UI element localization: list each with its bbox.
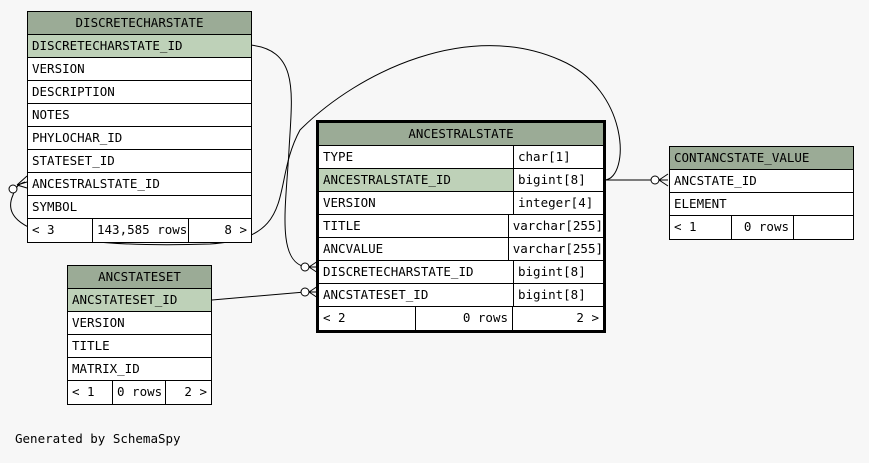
column-notes[interactable]: NOTES [32,107,70,122]
children-count [794,216,853,239]
column-element[interactable]: ELEMENT [674,196,727,211]
row-count: 0 rows [416,307,513,330]
column-title-datatype: varchar[255] [507,215,603,237]
column-ancvalue[interactable]: ANCVALUE [323,241,384,256]
column-description[interactable]: DESCRIPTION [32,84,115,99]
children-count[interactable]: 2 > [576,310,599,325]
column-ancestralstate-id[interactable]: ANCESTRALSTATE_ID [319,169,513,191]
column-version[interactable]: VERSION [323,195,376,210]
table-title[interactable]: CONTANCSTATE_VALUE [670,147,853,170]
relationship-ancestralstate-discrete [10,45,621,246]
column-ancestralstate-id-datatype: bigint[8] [513,169,603,191]
column-version[interactable]: VERSION [72,315,125,330]
column-ancstateset-id[interactable]: ANCSTATESET_ID [323,287,429,302]
generated-by-credit: Generated by SchemaSpy [15,431,181,446]
optional-circle [300,287,310,297]
column-ancstate-id[interactable]: ANCSTATE_ID [674,173,757,188]
table-title[interactable]: DISCRETECHARSTATE [28,12,251,35]
parents-count[interactable]: < 2 [319,307,416,330]
parents-count[interactable]: < 1 [68,381,113,404]
parents-count[interactable]: < 3 [28,219,93,242]
column-ancvalue-datatype: varchar[255] [507,238,603,260]
column-symbol[interactable]: SYMBOL [32,199,78,214]
column-discretecharstate-id-datatype: bigint[8] [513,261,603,283]
column-version-datatype: integer[4] [513,192,603,214]
crowfoot-icon [658,173,669,187]
column-ancestralstate-id[interactable]: ANCESTRALSTATE_ID [32,176,160,191]
crowfoot-icon [16,175,28,189]
table-discretecharstate[interactable]: DISCRETECHARSTATE DISCRETECHARSTATE_ID V… [27,11,252,243]
column-version[interactable]: VERSION [32,61,85,76]
optional-circle [8,184,18,194]
column-ancstateset-id-datatype: bigint[8] [513,284,603,306]
column-ancstateset-id[interactable]: ANCSTATESET_ID [72,292,178,307]
column-title[interactable]: TITLE [72,338,110,353]
children-count[interactable]: 8 > [224,222,247,237]
row-count: 0 rows [113,381,166,404]
column-type-datatype: char[1] [513,146,603,168]
table-contancstate-value[interactable]: CONTANCSTATE_VALUE ANCSTATE_ID ELEMENT <… [669,146,854,240]
optional-circle [300,262,310,272]
column-title[interactable]: TITLE [323,218,361,233]
parents-count[interactable]: < 1 [670,216,732,239]
column-stateset-id[interactable]: STATESET_ID [32,153,115,168]
column-phylochar-id[interactable]: PHYLOCHAR_ID [32,130,123,145]
column-matrix-id[interactable]: MATRIX_ID [72,361,140,376]
optional-circle [650,175,660,185]
column-discretecharstate-id[interactable]: DISCRETECHARSTATE_ID [323,264,474,279]
table-title[interactable]: ANCSTATESET [68,266,211,289]
table-ancstateset[interactable]: ANCSTATESET ANCSTATESET_ID VERSION TITLE… [67,265,212,405]
relationship-ancstateset [211,291,306,301]
table-ancestralstate[interactable]: ANCESTRALSTATE TYPE char[1] ANCESTRALSTA… [316,120,606,333]
table-title[interactable]: ANCESTRALSTATE [319,123,603,146]
column-type[interactable]: TYPE [323,149,354,164]
row-count: 143,585 rows [93,219,189,242]
column-discretecharstate-id[interactable]: DISCRETECHARSTATE_ID [32,38,183,53]
children-count[interactable]: 2 > [184,384,207,399]
row-count: 0 rows [732,216,794,239]
relationship-discretecharstate [249,44,307,268]
